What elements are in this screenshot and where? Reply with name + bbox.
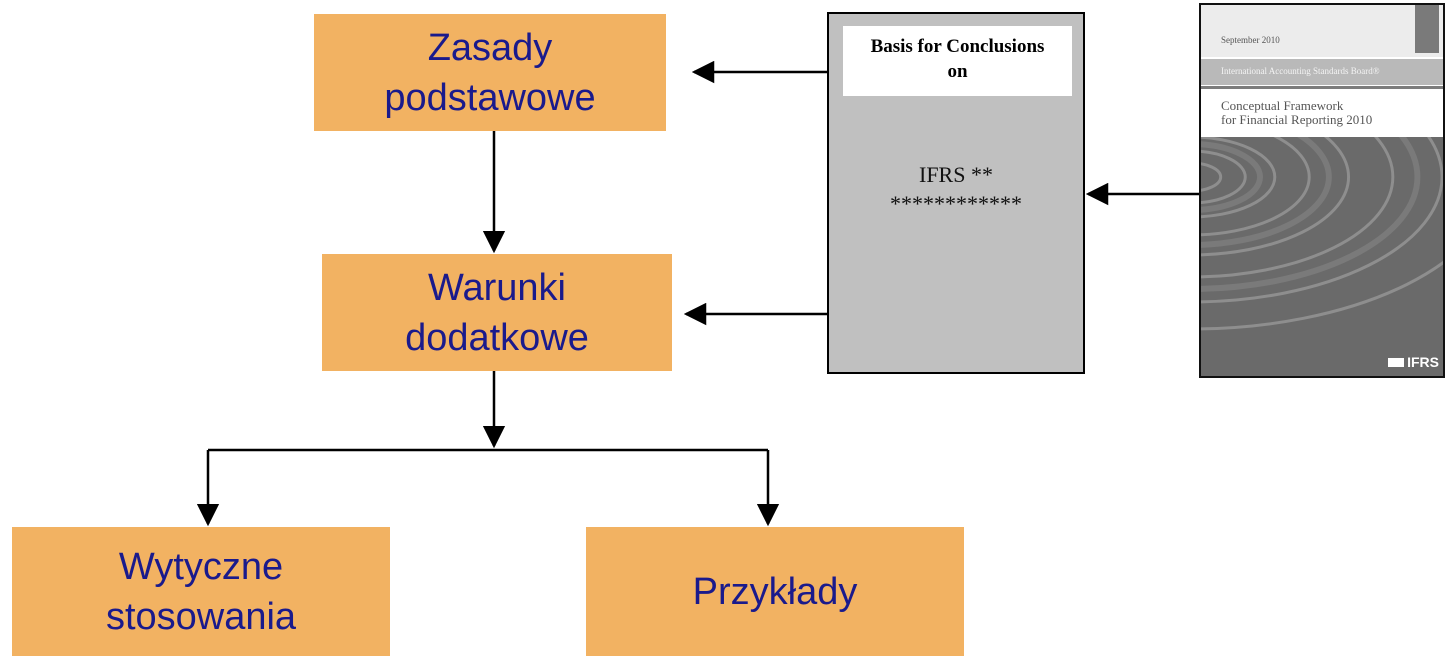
cover-date: September 2010 [1221,35,1280,45]
cover-title-line-2: for Financial Reporting 2010 [1221,112,1373,127]
box-wytyczne-line-2: stosowania [105,595,297,638]
box-przyklady-label: Przykłady [692,570,858,613]
basis-header-line-2: on [947,61,968,82]
ifrs-logo-bar-icon [1388,357,1405,367]
box-zasady-line-1: Zasady [427,26,553,69]
box-warunki-dodatkowe: Warunki dodatkowe [322,254,672,371]
box-warunki-line-1: Warunki [428,266,566,309]
ifrs-logo: IFRS [1388,354,1439,370]
box-warunki-line-2: dodatkowe [405,316,589,359]
conceptual-framework-cover: September 2010 International Accounting … [1199,3,1445,378]
cover-board-name: International Accounting Standards Board… [1221,66,1380,76]
box-wytyczne-line-1: Wytyczne [118,545,284,588]
basis-header-line-1: Basis for Conclusions [870,36,1045,57]
ifrs-logo-text: IFRS [1407,354,1439,370]
cover-title-line-1: Conceptual Framework [1221,98,1344,113]
basis-document-header: Basis for Conclusions on [843,26,1072,96]
cover-arcs-art [1201,137,1443,376]
cover-title: Conceptual Framework for Financial Repor… [1221,99,1441,127]
box-zasady-line-2: podstawowe [384,76,596,119]
basis-document-body: IFRS ** ************ [829,160,1083,218]
cover-tab [1415,5,1439,53]
box-zasady-podstawowe: Zasady podstawowe [314,14,666,131]
basis-body-line-1: IFRS ** [919,162,993,187]
box-przyklady: Przykłady [586,527,964,656]
box-wytyczne-stosowania: Wytyczne stosowania [12,527,390,656]
basis-for-conclusions-document: Basis for Conclusions on IFRS ** *******… [827,12,1085,374]
cover-top-band [1201,5,1443,57]
cover-divider [1201,86,1443,89]
basis-body-line-2: ************ [890,191,1022,216]
cover-board-band [1201,59,1443,85]
